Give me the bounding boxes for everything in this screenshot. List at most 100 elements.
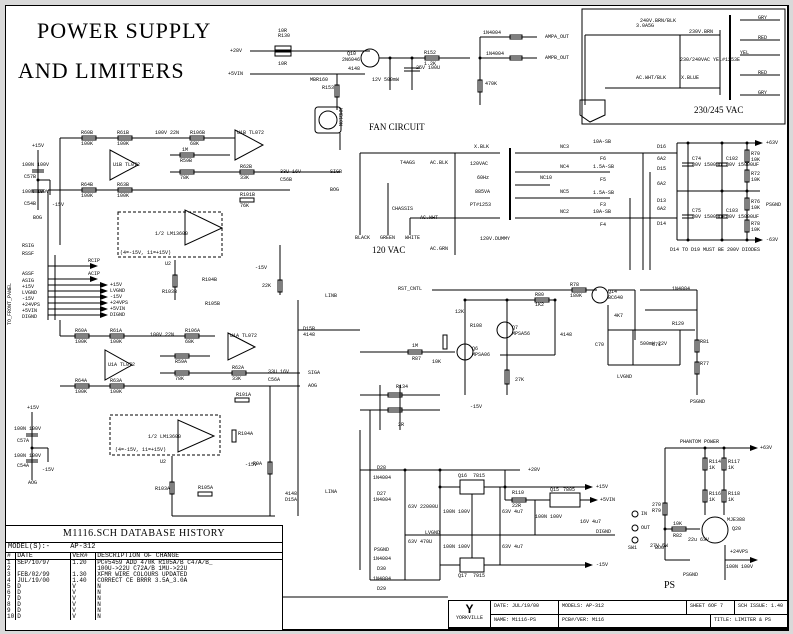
- net-lina: LINA: [325, 489, 338, 495]
- pin-net: +24VPS: [22, 302, 41, 308]
- row-num: 5: [6, 584, 17, 590]
- opamp-u1b-2: [234, 129, 265, 161]
- transistor-q10: [360, 48, 380, 68]
- gnd-label: BOG: [655, 545, 665, 551]
- row-desc: N: [97, 589, 101, 596]
- rail-label: DIGND: [596, 529, 612, 535]
- res-ref: R64B: [81, 182, 94, 188]
- rail-label: +15V: [32, 143, 45, 149]
- res-ref: R104A: [238, 431, 254, 437]
- fuse-label: 3.0A5G: [636, 23, 655, 29]
- diode-ref: D15: [657, 166, 667, 172]
- res-value: 100K: [75, 339, 88, 345]
- wire-label: X.BLK: [474, 144, 490, 150]
- resistor-r60a: [74, 333, 90, 339]
- diode-value: 4148: [285, 491, 298, 497]
- transistor-q7: [496, 321, 514, 339]
- conn-label: NC10: [540, 175, 553, 181]
- part-value: 10K: [432, 359, 442, 365]
- part-ref: Q7: [512, 325, 519, 331]
- res-value: 100K: [110, 339, 123, 345]
- ota-note: (4=-15V, 11=+15V): [120, 250, 172, 256]
- resistor-r103b: [172, 274, 178, 288]
- row-desc: N: [97, 601, 101, 608]
- fuse-value: 10A-SB: [593, 139, 612, 145]
- resistor-r82: [671, 526, 687, 532]
- wire-label: AC.WHT: [420, 215, 439, 221]
- resistor-r62a: [231, 370, 247, 376]
- resistor-r77: [694, 361, 700, 375]
- rail-label: +15V: [27, 405, 40, 411]
- resistor-r150: [477, 79, 483, 93]
- res-ref: R110: [512, 490, 525, 496]
- resistor-r153: [334, 84, 340, 98]
- cap-ref: C57B: [24, 174, 37, 180]
- row-num: 9: [6, 608, 17, 614]
- cap-ref: C54B: [24, 201, 37, 207]
- part-value: MPSA06: [472, 352, 491, 358]
- part-ref: Q6: [472, 346, 479, 352]
- part-value: 1N4004: [672, 286, 691, 292]
- cap-label: 22u 63V: [688, 537, 710, 543]
- res-value: 1K: [709, 465, 716, 471]
- name-cell: NAME: M1116-PS: [491, 615, 559, 628]
- net-rcip: RCIP: [88, 258, 101, 264]
- ic-value: 7805: [563, 487, 576, 493]
- row-desc: N: [97, 607, 101, 614]
- row-ver: V: [70, 608, 97, 614]
- row-date: D: [15, 584, 72, 590]
- pin-net: -15V: [22, 296, 35, 302]
- regulator-q17: [459, 557, 485, 573]
- res-ref: R64A: [75, 378, 88, 384]
- company-cell: Y YORKVILLE: [449, 601, 491, 628]
- res-ref: R101A: [236, 392, 252, 398]
- row-date: D: [15, 590, 72, 596]
- res-ref: R117: [728, 459, 741, 465]
- tap-label: GRY: [758, 90, 768, 96]
- cap-label: 63V 4u7: [502, 544, 524, 550]
- chassis-label: CHASSIS: [392, 206, 414, 212]
- net-28v: +28V: [230, 48, 243, 54]
- resistor-r89: [504, 369, 510, 385]
- part-ref: R81: [700, 339, 710, 345]
- res-value: 68K: [185, 339, 195, 345]
- diode-ref: D15A: [285, 497, 298, 503]
- ps-label: PS: [664, 580, 676, 591]
- part-value: MBR160: [310, 77, 329, 83]
- row-ver: V: [70, 590, 97, 596]
- resistor-r79: [662, 502, 668, 516]
- resistor-r64a: [74, 383, 90, 389]
- res-ref: R105B: [205, 301, 221, 307]
- rail-label: -15V: [596, 562, 609, 568]
- diode-value: 27V 5W: [650, 543, 669, 549]
- conn-label: NC5: [560, 189, 570, 195]
- cap-value: 80V 15000UF: [726, 162, 760, 168]
- wire-label: GREEN: [380, 235, 396, 241]
- conn-label: NC2: [560, 209, 570, 215]
- net-bog: BOG: [330, 187, 340, 193]
- resistor-r59a: [174, 353, 190, 359]
- resistor-r80: [534, 297, 550, 303]
- tap-label: YEL: [740, 50, 750, 56]
- dummy-label: 120V.DUMMY: [480, 236, 511, 242]
- res-value: 10K: [751, 157, 761, 163]
- yorkville-logo-icon: Y: [465, 602, 474, 616]
- resistor-r106a: [184, 333, 200, 339]
- net-aog: AOG: [308, 383, 318, 389]
- part-ref: R78: [570, 282, 580, 288]
- regulator-q16: [459, 479, 485, 495]
- cap-label: 63V 4u7: [502, 509, 524, 515]
- ota-ref: U2: [160, 459, 167, 465]
- ota-note: (4=-15V, 11=+15V): [115, 447, 167, 453]
- ota-ref: U2: [165, 261, 172, 267]
- diode-ref: D30: [377, 566, 387, 572]
- row-ver: 1.30: [70, 572, 97, 578]
- date-cell: DATE: JUL/19/00: [491, 601, 559, 615]
- fuse-ref: F3: [600, 202, 607, 208]
- row-ver: 1.20: [70, 559, 97, 566]
- cap-label: C102: [726, 156, 739, 162]
- out-net: DIGND: [110, 312, 126, 318]
- transistor-q20: [701, 516, 729, 544]
